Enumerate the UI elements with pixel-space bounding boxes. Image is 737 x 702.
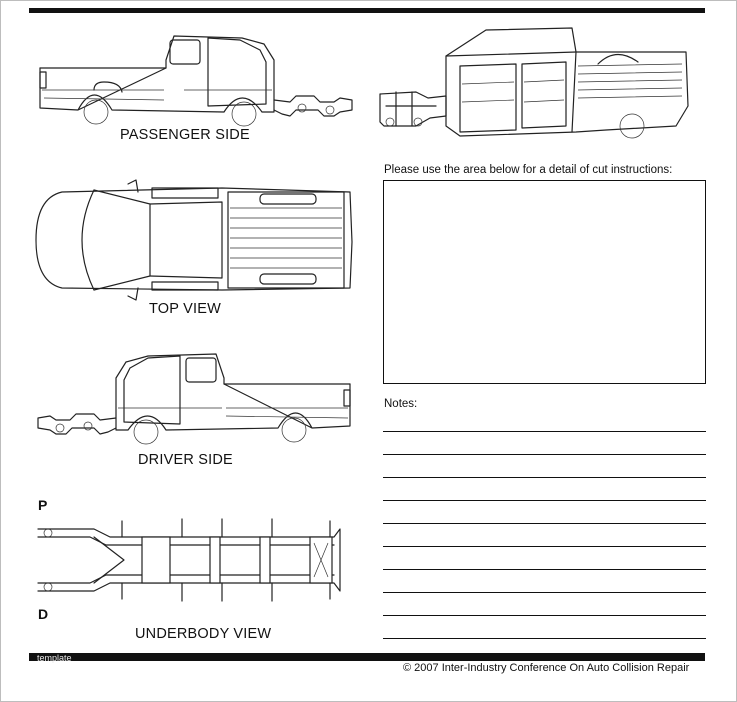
underbody-view-label: UNDERBODY VIEW (135, 626, 272, 642)
note-line[interactable] (383, 523, 706, 524)
notes-label: Notes: (384, 398, 418, 410)
driver-side-label: DRIVER SIDE (138, 452, 233, 468)
driver-side-marker: D (38, 606, 49, 622)
note-line[interactable] (383, 500, 706, 501)
watermark-text: template (37, 653, 72, 663)
bottom-rule (29, 653, 705, 661)
passenger-side-marker: P (38, 497, 48, 513)
cut-instructions-caption: Please use the area below for a detail o… (384, 164, 673, 176)
note-line[interactable] (383, 615, 706, 616)
note-line[interactable] (383, 569, 706, 570)
note-line[interactable] (383, 638, 706, 639)
top-view-label: TOP VIEW (149, 301, 221, 317)
driver-side-truck-icon (37, 353, 351, 445)
passenger-side-label: PASSENGER SIDE (120, 127, 250, 143)
top-rule (29, 8, 705, 13)
cut-instructions-area[interactable] (383, 180, 706, 384)
passenger-side-truck-icon (39, 35, 353, 127)
note-line[interactable] (383, 454, 706, 455)
underbody-frame-icon (37, 518, 341, 602)
note-line[interactable] (383, 431, 706, 432)
note-line[interactable] (383, 477, 706, 478)
isometric-truck-icon (379, 27, 689, 139)
copyright-text: © 2007 Inter-Industry Conference On Auto… (403, 662, 690, 674)
note-line[interactable] (383, 592, 706, 593)
note-line[interactable] (383, 546, 706, 547)
top-view-truck-icon (35, 179, 353, 301)
